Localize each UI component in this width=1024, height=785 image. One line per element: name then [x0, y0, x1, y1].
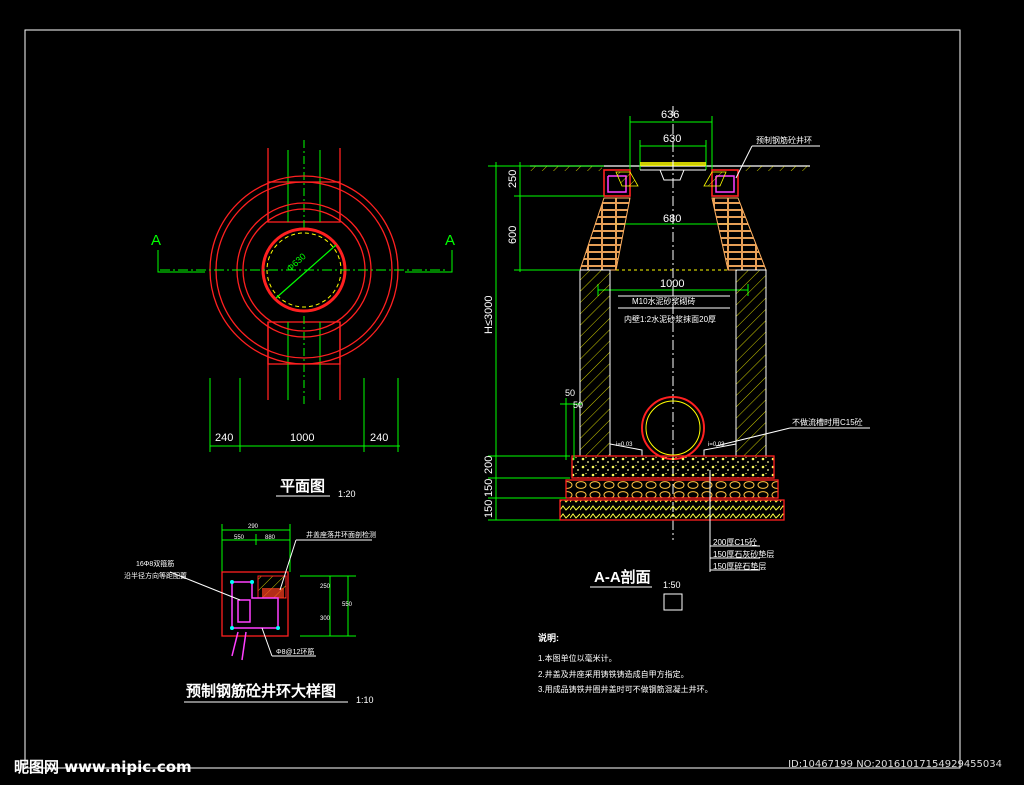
plan-dimension-lines: [209, 378, 400, 452]
brick-neck-right: [711, 197, 767, 271]
section-mark-left: A: [151, 232, 161, 249]
detail-dim-r2: 300: [320, 616, 331, 622]
section-callout-wall-2: 内壁1:2水泥砂浆抹面20厚: [624, 314, 716, 324]
slope-right: i=0.03: [708, 442, 725, 448]
brick-neck-left: [579, 197, 631, 271]
base-layer-gravel: [559, 499, 785, 521]
section-left-dims: [488, 162, 604, 521]
detail-callout-ring: Φ8@12环筋: [276, 647, 314, 656]
detail-callout-rebar-2: 沿半径方向等距配置: [124, 571, 187, 580]
section-scale: 1:50: [663, 580, 681, 590]
base-layer-c15: [571, 455, 775, 479]
section-dim-600: 600: [507, 226, 519, 244]
detail-dim-r1: 250: [320, 584, 331, 590]
notes-heading: 说明:: [538, 632, 559, 643]
section-callout-wall-1: M10水泥砂浆砌砖: [632, 296, 696, 306]
slope-left: i=0.03: [616, 442, 633, 448]
detail-dim-top: 290: [248, 524, 259, 530]
detail-title: 预制钢筋砼井环大样图: [186, 682, 336, 700]
section-dim-200: 200: [483, 456, 495, 474]
section-dim-250: 250: [507, 170, 519, 188]
plan-title: 平面图: [280, 478, 325, 495]
shaft-wall-right: [735, 269, 767, 457]
base-callout-2: 150厚石灰砂垫层: [713, 549, 774, 559]
plan-view: Φ630 A A 240 1000 240 平面图 1:20: [151, 140, 455, 499]
section-title: A-A剖面: [594, 568, 651, 586]
section-view: 636 630 680 1000 M10水泥砂浆砌砖 内壁1:2水泥砂浆抹面20…: [483, 106, 870, 611]
plan-scale: 1:20: [338, 489, 356, 499]
notes: 说明: 1.本图单位以毫米计。 2.井盖及井座采用铸铁铸造成自甲方指定。 3.用…: [538, 632, 713, 694]
section-dim-150a: 150: [483, 479, 495, 497]
section-dim-50b: 50: [573, 400, 583, 410]
base-callout-1: 200厚C15砼: [713, 537, 757, 547]
drawing-frame: [24, 29, 961, 769]
section-dim-height: H≤3000: [483, 296, 495, 334]
image-id-label: ID:10467199 NO:20161017154929455034: [788, 759, 1002, 770]
base-layer-sand: [565, 479, 779, 499]
plan-diameter-line: [275, 244, 337, 299]
detail-dim-a: 550: [234, 535, 245, 541]
detail-dim-b: 880: [265, 535, 276, 541]
ring-detail: 290 550 880 250 300 550 16Φ8双箍筋 沿半径方向等距配…: [124, 524, 376, 705]
detail-dim-r3: 550: [342, 602, 353, 608]
detail-dimension-lines: [221, 524, 356, 637]
pipe-centerline-top: [287, 140, 321, 228]
section-mark-right: A: [445, 232, 455, 249]
section-dim-150b: 150: [483, 500, 495, 518]
shaft-wall-left: [579, 269, 611, 457]
plan-dim-right: 240: [370, 432, 388, 444]
note-3: 3.用成品铸铁井圈井盖时可不做钢筋混凝土井环。: [538, 684, 713, 694]
detail-scale: 1:10: [356, 695, 374, 705]
detail-callout-top: 井盖座落井环面剖检测: [306, 530, 376, 539]
section-dim-50a: 50: [565, 388, 575, 398]
base-callout-3: 150厚碎石垫层: [713, 561, 766, 571]
section-dim-top-inner: 630: [663, 133, 681, 145]
section-callout-fill: 不做流槽时用C15砼: [792, 417, 863, 427]
note-2: 2.井盖及井座采用铸铁铸造成自甲方指定。: [538, 669, 689, 679]
detail-callout-rebar-1: 16Φ8双箍筋: [136, 559, 174, 568]
plan-dim-left: 240: [215, 432, 233, 444]
section-dim-neck: 680: [663, 213, 681, 225]
section-dim-body: 1000: [660, 278, 684, 290]
note-1: 1.本图单位以毫米计。: [538, 653, 617, 663]
watermark: 昵图网 www.nipic.com: [14, 758, 192, 776]
section-callout-ring: 预制钢筋砼井环: [756, 135, 812, 145]
section-dim-top-outer: 636: [661, 109, 679, 121]
plan-dim-center: 1000: [290, 432, 314, 444]
